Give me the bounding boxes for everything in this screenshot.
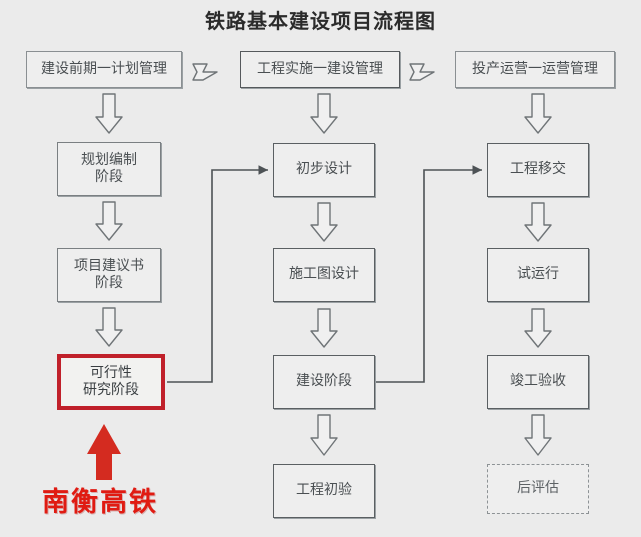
elbow-connector-arrow-icon-left-to-mid <box>167 165 268 383</box>
step-preliminary-design-line1: 初步设计 <box>296 162 352 178</box>
hollow-down-arrow-icon-mid-2 <box>310 202 338 242</box>
hollow-down-arrow-icon-right-3 <box>524 308 552 348</box>
phase-header-operation-label: 投产运营一运营管理 <box>472 61 598 77</box>
step-preliminary-design[interactable]: 初步设计 <box>273 143 375 197</box>
hollow-down-arrow-icon-right-2 <box>524 202 552 242</box>
step-project-proposal-stage[interactable]: 项目建议书 阶段 <box>57 248 161 302</box>
phase-header-construction[interactable]: 工程实施一建设管理 <box>240 51 400 88</box>
step-trial-operation-line1: 试运行 <box>517 267 559 283</box>
step-planning-stage-line1: 规划编制 <box>81 152 137 168</box>
phase-header-operation[interactable]: 投产运营一运营管理 <box>455 51 615 88</box>
step-initial-inspection-line1: 工程初验 <box>296 483 352 499</box>
step-feasibility-study-stage[interactable]: 可行性 研究阶段 <box>57 354 165 410</box>
hollow-down-arrow-icon-mid-1 <box>310 93 338 134</box>
page-title: 铁路基本建设项目流程图 <box>205 11 436 33</box>
step-feasibility-study-stage-label: 可行性 研究阶段 <box>83 365 139 400</box>
step-post-evaluation-label: 后评估 <box>517 480 559 498</box>
step-initial-inspection[interactable]: 工程初验 <box>273 464 375 518</box>
chevron-right-arrow-icon-2 <box>409 63 435 81</box>
step-project-proposal-stage-line1: 项目建议书 <box>74 258 144 274</box>
step-completion-acceptance[interactable]: 竣工验收 <box>487 355 589 409</box>
step-construction-stage-label: 建设阶段 <box>296 373 352 391</box>
hollow-down-arrow-icon-left-1 <box>95 93 123 134</box>
step-feasibility-study-stage-line1: 可行性 <box>90 365 132 381</box>
step-initial-inspection-label: 工程初验 <box>296 482 352 500</box>
step-project-proposal-stage-line2: 阶段 <box>95 276 123 291</box>
step-construction-drawing-design[interactable]: 施工图设计 <box>273 248 375 302</box>
phase-header-planning-label: 建设前期一计划管理 <box>41 61 167 77</box>
hollow-down-arrow-icon-left-2 <box>95 201 123 241</box>
red-up-arrow-icon <box>87 424 121 480</box>
step-construction-stage-line1: 建设阶段 <box>296 374 352 390</box>
step-planning-stage[interactable]: 规划编制 阶段 <box>57 142 161 196</box>
step-construction-stage[interactable]: 建设阶段 <box>273 355 375 409</box>
step-trial-operation[interactable]: 试运行 <box>487 248 589 302</box>
phase-header-planning[interactable]: 建设前期一计划管理 <box>26 51 182 88</box>
step-construction-drawing-design-label: 施工图设计 <box>289 266 359 284</box>
step-feasibility-study-stage-line2: 研究阶段 <box>83 383 139 398</box>
step-construction-drawing-design-line1: 施工图设计 <box>289 267 359 283</box>
hollow-down-arrow-icon-mid-4 <box>310 414 338 456</box>
chevron-right-arrow-icon-1 <box>192 63 218 81</box>
hollow-down-arrow-icon-left-3 <box>95 307 123 347</box>
step-planning-stage-line2: 阶段 <box>95 170 123 185</box>
step-project-handover[interactable]: 工程移交 <box>487 143 589 197</box>
step-completion-acceptance-label: 竣工验收 <box>510 373 566 391</box>
elbow-connector-arrow-icon-mid-to-right <box>376 165 482 383</box>
hollow-down-arrow-icon-right-1 <box>524 93 552 134</box>
step-planning-stage-label: 规划编制 阶段 <box>81 152 137 187</box>
hollow-down-arrow-icon-right-4 <box>524 414 552 456</box>
step-post-evaluation[interactable]: 后评估 <box>487 464 589 514</box>
step-project-proposal-stage-label: 项目建议书 阶段 <box>74 258 144 293</box>
step-trial-operation-label: 试运行 <box>517 266 559 284</box>
step-project-handover-line1: 工程移交 <box>510 162 566 178</box>
annotation-label: 南衡高铁 <box>42 487 158 517</box>
step-preliminary-design-label: 初步设计 <box>296 161 352 179</box>
step-project-handover-label: 工程移交 <box>510 161 566 179</box>
hollow-down-arrow-icon-mid-3 <box>310 308 338 348</box>
step-completion-acceptance-line1: 竣工验收 <box>510 374 566 390</box>
phase-header-construction-label: 工程实施一建设管理 <box>257 61 383 77</box>
step-post-evaluation-line1: 后评估 <box>517 481 559 497</box>
